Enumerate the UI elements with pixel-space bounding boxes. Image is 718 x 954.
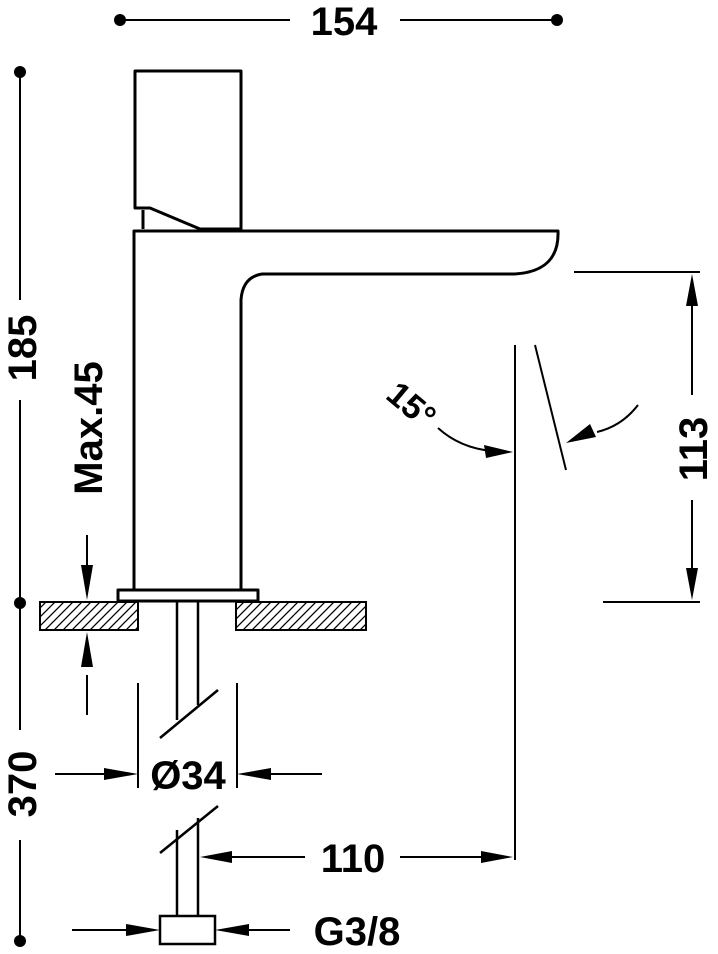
deck-left (39, 601, 139, 631)
arrowheads (81, 274, 698, 936)
max-deck-thickness-label: Max.45 (67, 361, 111, 494)
hose-connector (158, 914, 217, 946)
faucet-body (132, 229, 560, 590)
break-mark-lower (159, 805, 219, 854)
base-plate (116, 588, 260, 603)
break-mark-upper (159, 689, 219, 739)
dimension-lines (19, 19, 700, 941)
connection-thread-label: G3/8 (314, 910, 401, 954)
deck-right (235, 601, 367, 631)
hole-diameter-label: Ø34 (150, 754, 226, 798)
overall-width-label: 154 (311, 0, 378, 44)
supply-hose (158, 602, 219, 946)
dimension-end-dots (14, 14, 563, 947)
lever-handle (133, 69, 243, 231)
overall-height-label: 185 (1, 315, 45, 382)
spout-height-label: 113 (672, 417, 716, 482)
faucet-outline (116, 69, 560, 603)
deck-section (39, 601, 367, 631)
spout-reach-label: 110 (321, 837, 386, 881)
spout-angle-label: 15° (379, 374, 443, 436)
hose-length-label: 370 (1, 751, 45, 818)
